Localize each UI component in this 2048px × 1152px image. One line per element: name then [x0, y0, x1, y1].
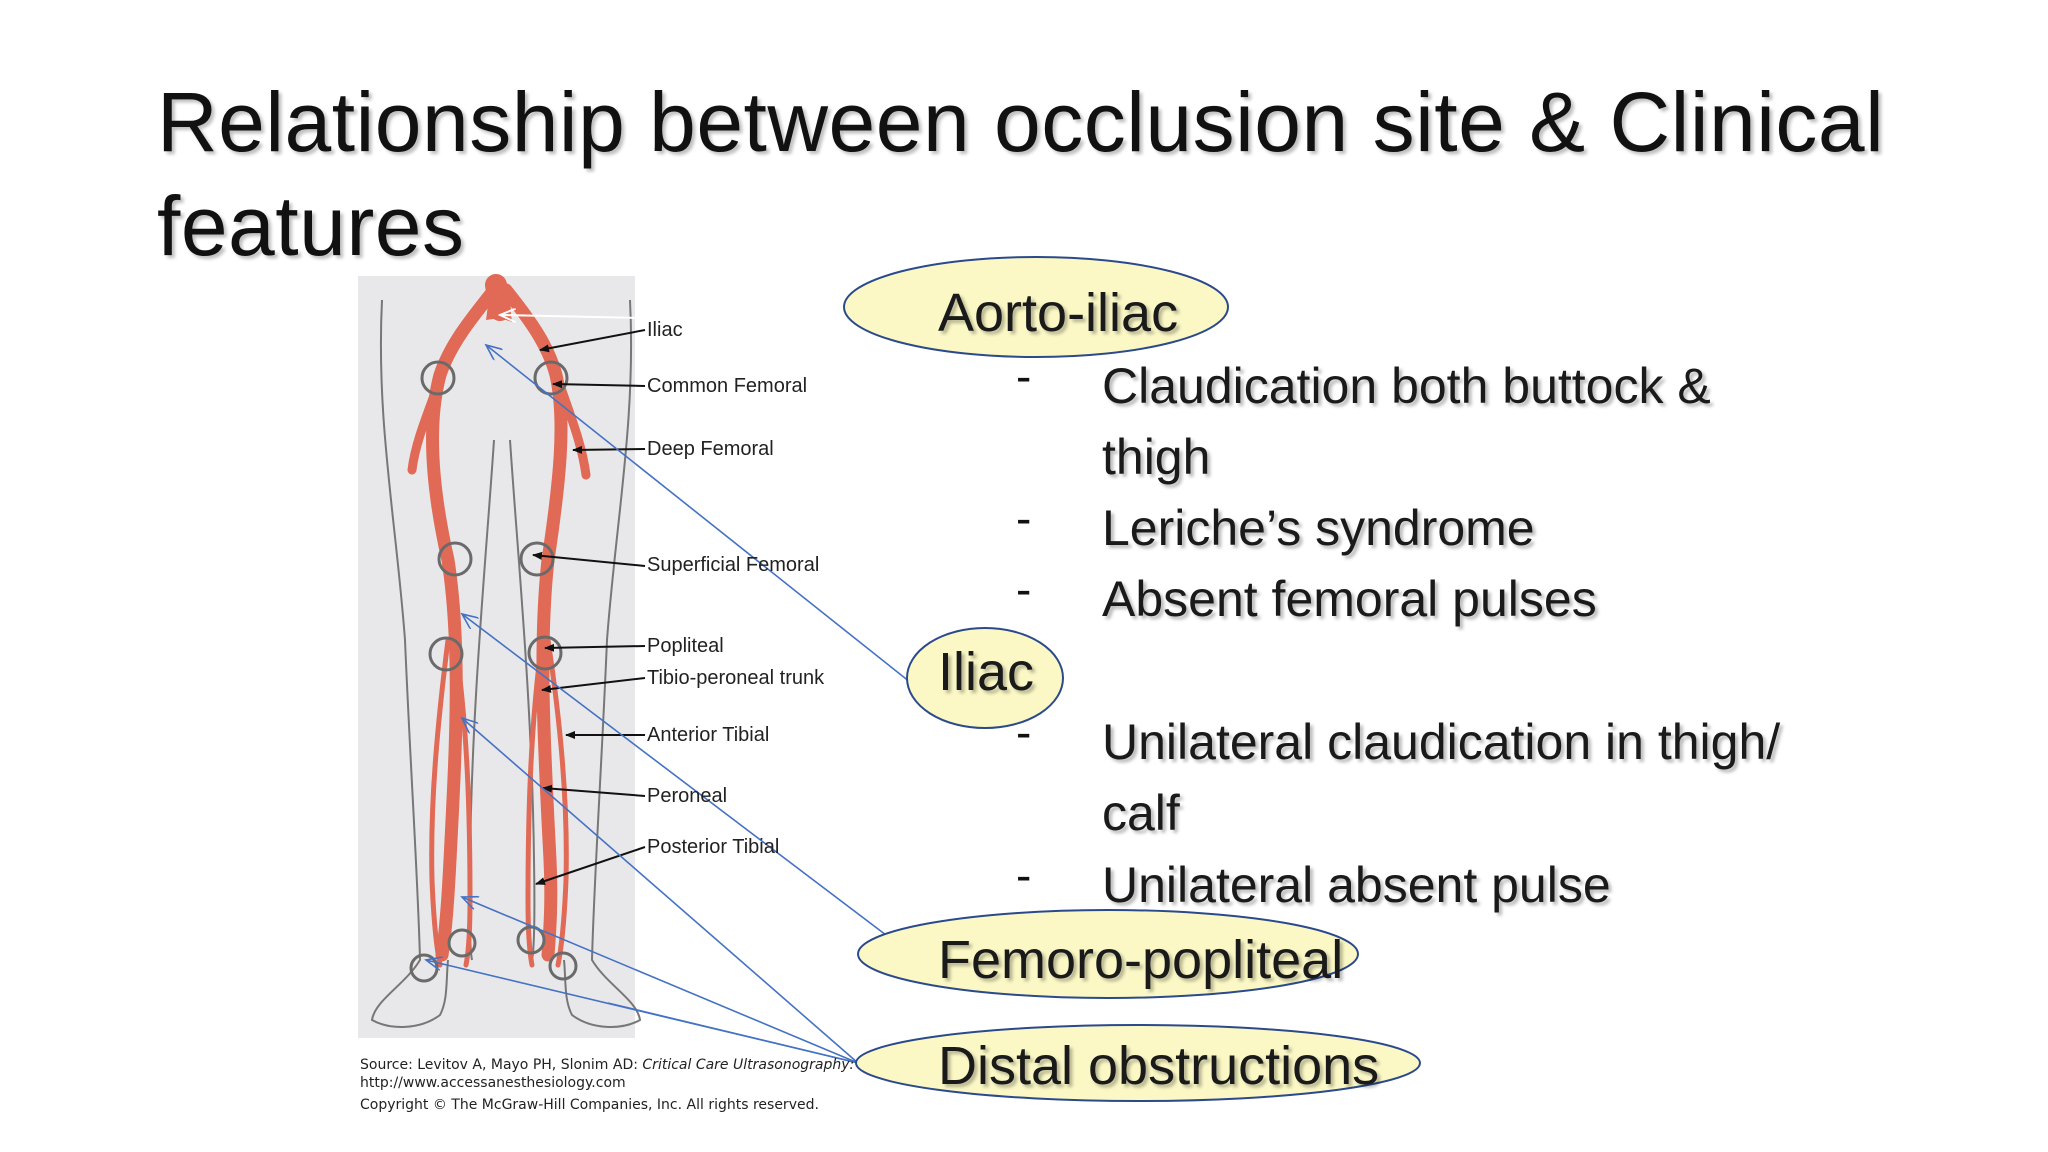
- bullet-marker: -: [1016, 492, 1032, 544]
- figure-label-superficial-femoral: Superficial Femoral: [647, 554, 820, 576]
- figure-label-common-femoral: Common Femoral: [647, 375, 808, 397]
- figure-copyright: Copyright © The McGraw-Hill Companies, I…: [360, 1097, 819, 1113]
- figure-label-deep-femoral: Deep Femoral: [647, 438, 774, 460]
- heading-femoro-popliteal: Femoro-popliteal: [938, 930, 1344, 990]
- site-ellipses: [843, 256, 1421, 1102]
- figure-label-anterior-tibial: Anterior Tibial: [647, 724, 770, 746]
- heading-distal-obstructions: Distal obstructions: [938, 1036, 1380, 1096]
- label-pointers: [532, 329, 646, 885]
- slide-title-line-2: features: [157, 179, 465, 273]
- slide-title-line-1: Relationship between occlusion site & Cl…: [157, 75, 1885, 169]
- figure-source: Source: Levitov A, Mayo PH, Slonim AD: C…: [360, 1056, 854, 1092]
- heading-aorto-iliac: Aorto-iliac: [938, 283, 1179, 343]
- aorto-iliac-bullet-2: Leriche’s syndrome: [1102, 500, 1535, 556]
- bullet-marker: -: [1016, 350, 1032, 402]
- source-url: http://www.accessanesthesiology.com: [360, 1075, 626, 1091]
- figure-label-peroneal: Peroneal: [647, 785, 728, 807]
- iliac-bullet-2: Unilateral absent pulse: [1102, 857, 1611, 913]
- femoro-popliteal-ellipse: [857, 909, 1359, 999]
- figure-label-tibio-peroneal-trunk: Tibio-peroneal trunk: [647, 667, 825, 689]
- figure-label-popliteal: Popliteal: [647, 635, 724, 657]
- aorto-iliac-ellipse: [843, 256, 1229, 358]
- leg-outline: [370, 299, 642, 1028]
- bullet-marker: -: [1016, 706, 1032, 758]
- bullet-marker: -: [1016, 849, 1032, 901]
- source-prefix: Source: Levitov A, Mayo PH, Slonim AD:: [360, 1057, 643, 1073]
- aorto-iliac-bullet-1: Claudication both buttock & thigh: [1102, 358, 1711, 485]
- heading-iliac: Iliac: [938, 642, 1035, 702]
- source-book-title: Critical Care Ultrasonography:: [642, 1057, 855, 1073]
- site-connectors: [426, 345, 921, 1064]
- occlusion-site-circles: [409, 360, 578, 983]
- slide-title: Relationship between occlusion site & Cl…: [157, 70, 1957, 278]
- aorto-iliac-bullet-3: Absent femoral pulses: [1102, 571, 1597, 627]
- bullet-marker: -: [1016, 563, 1032, 615]
- iliac-white-pointer: [500, 315, 646, 318]
- artery-tree: [407, 274, 591, 968]
- distal-obstructions-ellipse: [855, 1024, 1421, 1102]
- figure-label-posterior-tibial: Posterior Tibial: [647, 836, 780, 858]
- iliac-bullet-1: Unilateral claudication in thigh/ calf: [1102, 714, 1781, 841]
- iliac-ellipse: [906, 627, 1064, 729]
- figure-label-iliac: Iliac: [647, 319, 683, 341]
